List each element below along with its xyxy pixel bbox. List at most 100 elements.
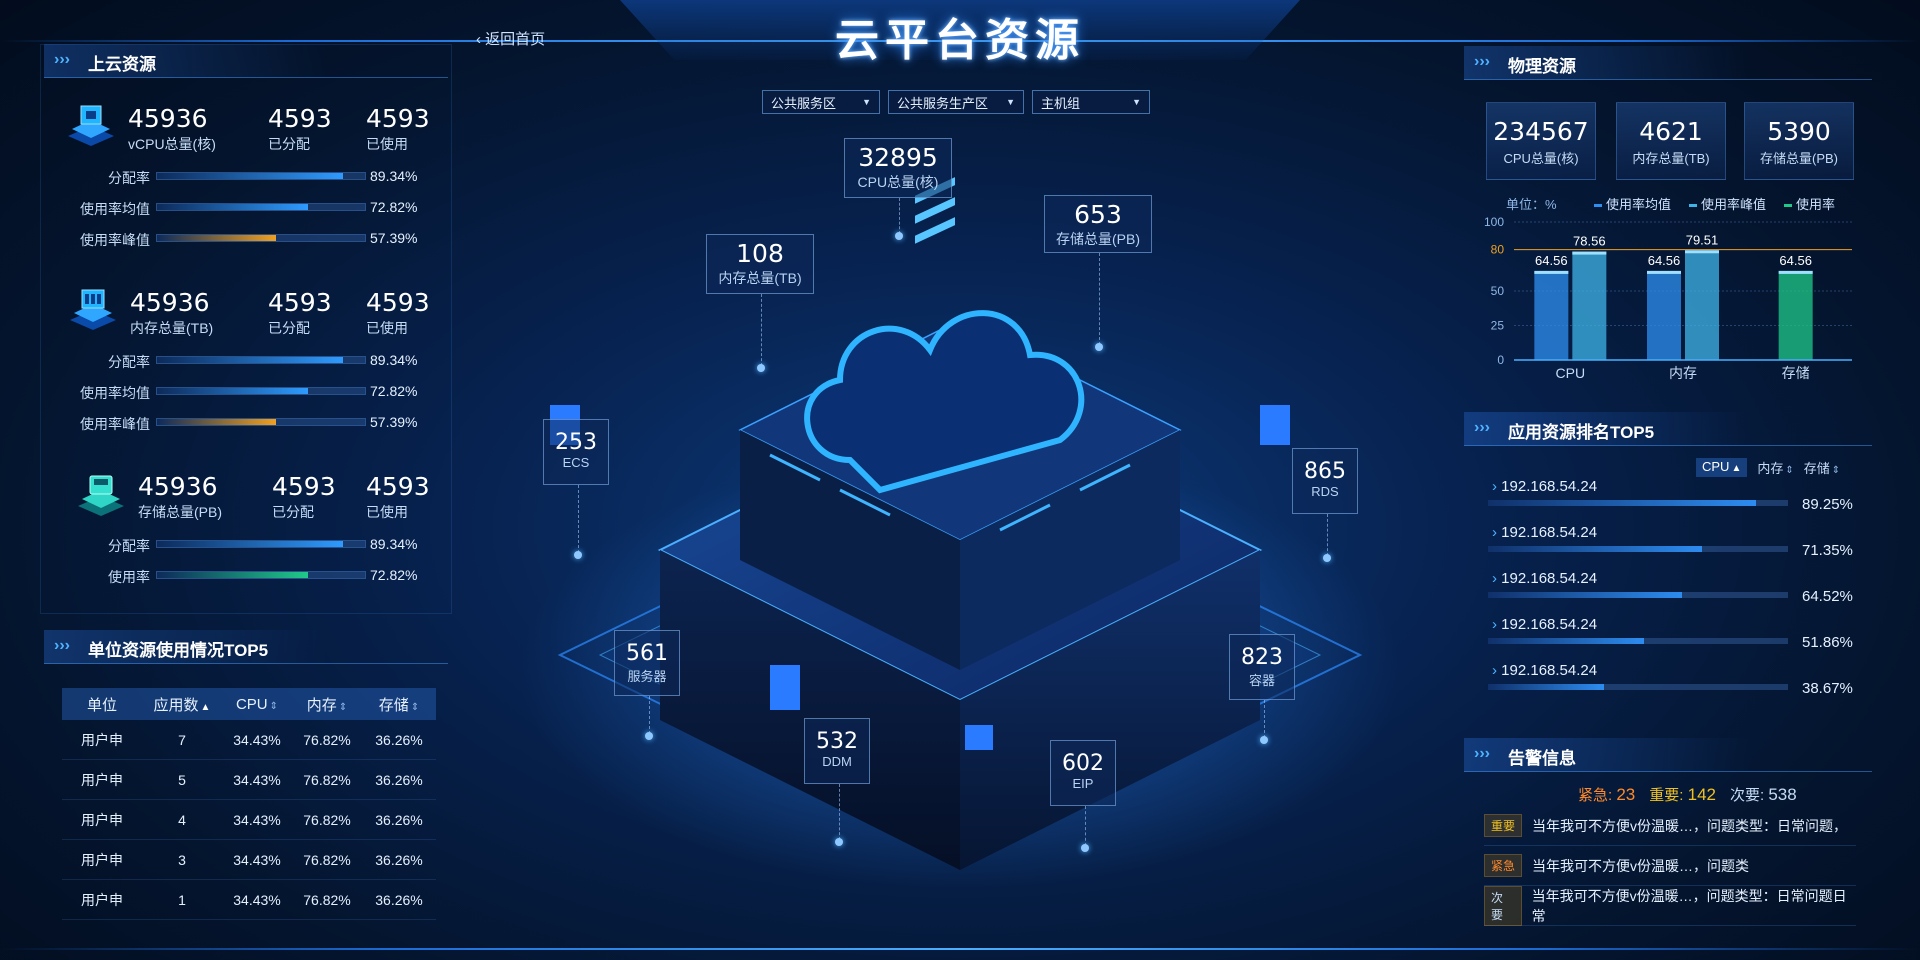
- app-sort-tabs: CPU▲ 内存⇕ 存储⇕: [1696, 458, 1840, 477]
- rank-item-ip[interactable]: › 192.168.54.24: [1492, 616, 1598, 633]
- rds-callout: 865 RDS: [1292, 448, 1358, 514]
- rank-progress-bar: [1488, 546, 1788, 552]
- memory-module-icon: [70, 289, 116, 330]
- storage-total-value: 45936: [138, 472, 218, 501]
- sort-icon: ⇕: [269, 700, 279, 712]
- col-cpu[interactable]: CPU⇕: [235, 695, 279, 713]
- anchor-dot: [895, 232, 903, 240]
- metric-label: 分配率: [108, 354, 150, 370]
- rank-item-ip[interactable]: › 192.168.54.24: [1492, 570, 1598, 587]
- alert-level-badge: 次要: [1484, 885, 1522, 926]
- sort-icon: ⇕: [410, 701, 420, 713]
- title-bar: [620, 0, 1300, 60]
- physical-panel-header: ››› 物理资源: [1464, 46, 1872, 80]
- metric-progress-bar: [156, 571, 366, 579]
- vcpu-allocated-value: 4593: [268, 104, 332, 133]
- table-cell: 76.82%: [303, 731, 351, 748]
- chart-bar: [1647, 270, 1681, 360]
- back-home-link[interactable]: ‹ 返回首页: [476, 28, 545, 49]
- leader-line: [649, 696, 650, 734]
- table-cell: 76.82%: [303, 811, 351, 828]
- anchor-dot: [1095, 343, 1103, 351]
- storage-used-value: 4593: [366, 472, 430, 501]
- chevron-right-icon: ›: [1492, 616, 1502, 633]
- rank-progress-bar: [1488, 500, 1788, 506]
- anchor-dot: [1260, 736, 1268, 744]
- alert-text: 当年我可不方便v份温暖…，问题类: [1532, 857, 1750, 874]
- sort-tab-storage[interactable]: 存储⇕: [1803, 461, 1841, 476]
- table-cell: 76.82%: [303, 851, 351, 868]
- y-tick-label: 25: [1491, 319, 1505, 333]
- vcpu-total-label: vCPU总量(核): [128, 136, 216, 152]
- memory-total-callout: 108 内存总量(TB): [706, 234, 814, 294]
- metric-progress-bar: [156, 172, 366, 180]
- chart-legend: 使用率均值 使用率峰值 使用率: [1594, 194, 1835, 213]
- chevron-right-icon: ›: [1492, 524, 1502, 541]
- region-select[interactable]: 公共服务区▼: [762, 90, 880, 114]
- eip-callout: 602 EIP: [1050, 740, 1116, 806]
- chart-bar: [1685, 250, 1719, 360]
- leader-line: [761, 294, 762, 366]
- metric-label: 使用率均值: [80, 201, 150, 217]
- y-tick-label: 80: [1491, 243, 1505, 257]
- anchor-dot: [1081, 844, 1089, 852]
- metric-progress-fill: [157, 541, 343, 547]
- anchor-dot: [835, 838, 843, 846]
- alert-count: 紧急: 23: [1578, 785, 1636, 804]
- alert-item[interactable]: 重要当年我可不方便v份温暖…，问题类型：日常问题，: [1484, 806, 1856, 846]
- rank-percent: 38.67%: [1802, 680, 1853, 697]
- x-tick-label: 内存: [1669, 365, 1697, 381]
- alert-item[interactable]: 次要当年我可不方便v份温暖…，问题类型：日常问题日常: [1484, 885, 1856, 926]
- double-chevron-icon: ›››: [1474, 53, 1490, 70]
- leader-line: [899, 198, 900, 234]
- chevron-left-icon: ‹: [476, 31, 486, 48]
- physical-usage-chart: 025508010064.5678.56CPU64.5679.51内存64.56…: [1484, 215, 1852, 381]
- alert-text: 当年我可不方便v份温暖…，问题类型：日常问题日常: [1531, 887, 1847, 924]
- col-storage[interactable]: 存储⇕: [378, 696, 420, 714]
- metric-progress-bar: [156, 387, 366, 395]
- rank-item-ip[interactable]: › 192.168.54.24: [1492, 524, 1598, 541]
- vcpu-used-value: 4593: [366, 104, 430, 133]
- col-apps[interactable]: 应用数▲: [153, 696, 211, 714]
- storage-used-label: 已使用: [366, 504, 408, 520]
- chart-bar-cap: [1685, 250, 1719, 254]
- app-top5-header: ››› 应用资源排名TOP5: [1464, 412, 1872, 446]
- sort-tab-cpu[interactable]: CPU▲: [1696, 458, 1748, 477]
- leader-line: [839, 784, 840, 840]
- sort-tab-memory[interactable]: 内存⇕: [1757, 461, 1794, 476]
- col-memory[interactable]: 内存⇕: [306, 696, 348, 714]
- data-label: 64.56: [1648, 253, 1681, 268]
- leader-line: [1264, 700, 1265, 738]
- rank-item-ip[interactable]: › 192.168.54.24: [1492, 662, 1598, 679]
- anchor-dot: [757, 364, 765, 372]
- metric-progress-fill: [157, 572, 309, 578]
- rank-item-ip[interactable]: › 192.168.54.24: [1492, 478, 1598, 495]
- memory-total-label: 内存总量(TB): [130, 320, 214, 336]
- alert-list: 重要当年我可不方便v份温暖…，问题类型：日常问题，紧急当年我可不方便v份温暖…，…: [1484, 806, 1856, 926]
- footer-line: [0, 948, 1920, 950]
- host-group-select[interactable]: 主机组▼: [1032, 90, 1150, 114]
- zone-select[interactable]: 公共服务生产区▼: [888, 90, 1024, 114]
- alert-item[interactable]: 紧急当年我可不方便v份温暖…，问题类: [1484, 846, 1856, 886]
- metric-percent: 72.82%: [370, 567, 418, 583]
- metric-percent: 57.39%: [370, 230, 418, 246]
- rank-progress-bar: [1488, 684, 1788, 690]
- leader-line: [1085, 806, 1086, 846]
- anchor-dot: [1323, 554, 1331, 562]
- chart-bar-cap: [1572, 251, 1607, 255]
- chart-bar: [1534, 270, 1569, 360]
- memory-used-value: 4593: [366, 288, 430, 317]
- alert-level-badge: 紧急: [1484, 854, 1523, 877]
- data-label: 79.51: [1686, 232, 1719, 247]
- metric-label: 使用率峰值: [80, 232, 150, 248]
- storage-allocated-value: 4593: [272, 472, 336, 501]
